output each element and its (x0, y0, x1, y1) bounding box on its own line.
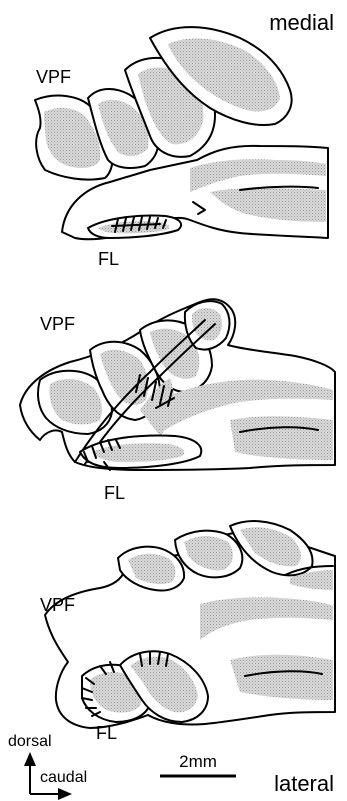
section-2-vpf-label: VPF (40, 314, 75, 334)
medial-label: medial (269, 10, 334, 35)
orientation-axes: dorsal caudal (8, 733, 87, 800)
section-1-fl-label: FL (98, 249, 119, 269)
section-3: VPF FL (40, 521, 335, 743)
dorsal-label: dorsal (8, 733, 52, 750)
section-2: VPF FL (20, 299, 335, 503)
section-3-vpf-label: VPF (40, 595, 75, 615)
dorsal-arrow-head (24, 752, 36, 766)
section-3-fl-label: FL (96, 723, 117, 743)
section-2-body-gray-2 (230, 416, 333, 460)
lateral-label: lateral (274, 771, 334, 796)
section-1: VPF FL (35, 27, 328, 269)
caudal-label: caudal (40, 769, 87, 786)
section-1-vpf-label: VPF (36, 67, 71, 87)
section-2-fl-label: FL (104, 483, 125, 503)
scale-bar: 2mm (160, 752, 236, 776)
caudal-arrow-head (58, 788, 72, 800)
scale-bar-label: 2mm (179, 752, 217, 771)
